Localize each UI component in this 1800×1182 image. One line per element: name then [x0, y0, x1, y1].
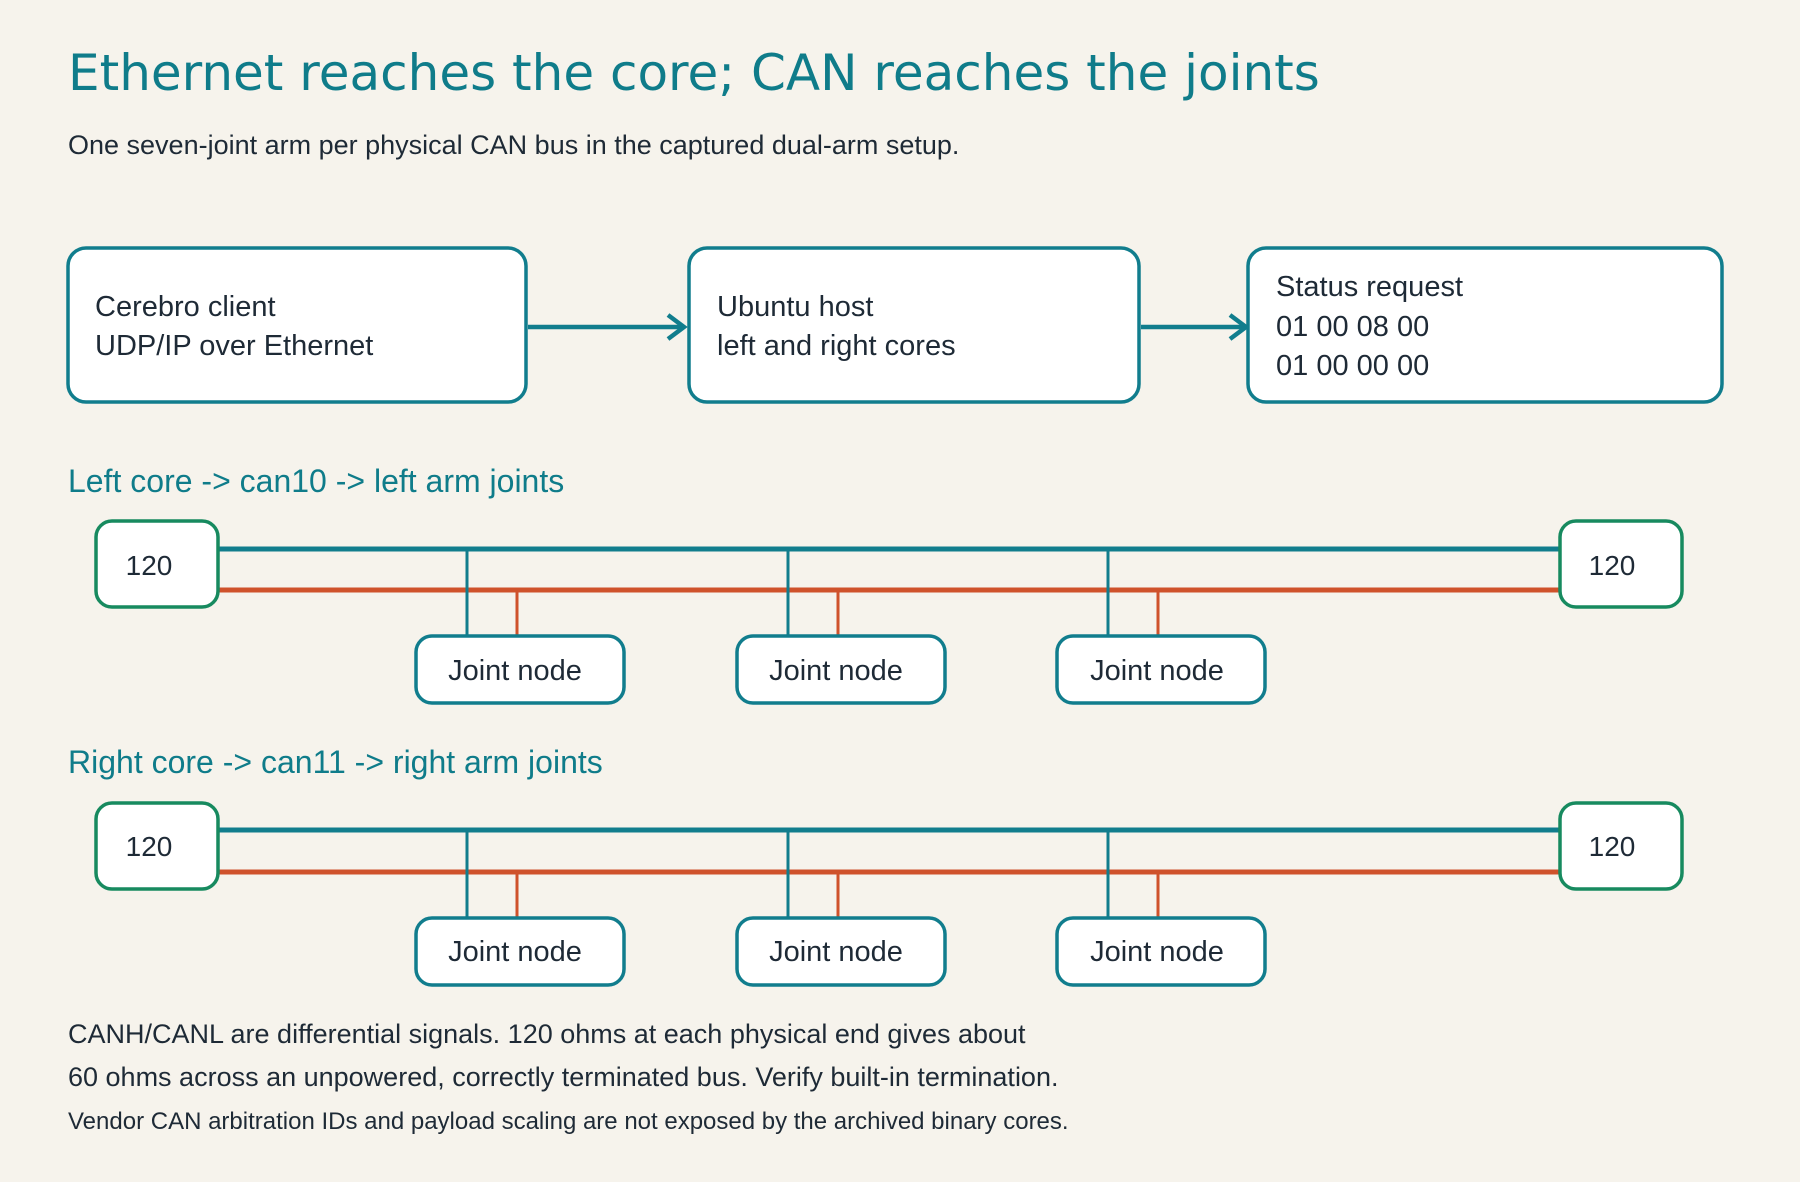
terminator-value: 120 — [1589, 831, 1636, 862]
bus-left: 120 120 Joint node Joint node Joint node — [94, 519, 1684, 705]
status-request-label: Status request — [1276, 271, 1463, 303]
host-cores: left and right cores — [717, 330, 956, 362]
terminator-right: 120 — [1558, 801, 1684, 891]
bus-right: 120 120 Joint node Joint node Joint node — [94, 801, 1684, 987]
terminator-left: 120 — [94, 801, 220, 891]
client-protocol: UDP/IP over Ethernet — [95, 330, 373, 362]
terminator-left: 120 — [94, 519, 220, 609]
joint-node-label: Joint node — [448, 936, 582, 968]
joint-node: Joint node — [735, 634, 947, 705]
note-line-2: 60 ohms across an unpowered, correctly t… — [68, 1062, 1058, 1092]
bus-left-label: Left core -> can10 -> left arm joints — [68, 463, 564, 499]
joint-node-label: Joint node — [1090, 655, 1224, 687]
host-name: Ubuntu host — [717, 291, 873, 323]
joint-node-label: Joint node — [448, 655, 582, 687]
joint-node-label: Joint node — [1090, 936, 1224, 968]
status-request-bytes-1: 01 00 08 00 — [1276, 311, 1429, 343]
terminator-value: 120 — [126, 550, 173, 581]
page-title: Ethernet reaches the core; CAN reaches t… — [68, 44, 1320, 102]
joint-node: Joint node — [1055, 634, 1267, 705]
status-request-box: Status request 01 00 08 00 01 00 00 00 — [1246, 246, 1724, 404]
joint-node-label: Joint node — [769, 936, 903, 968]
page-subtitle: One seven-joint arm per physical CAN bus… — [68, 130, 959, 160]
note-line-1: CANH/CANL are differential signals. 120 … — [68, 1019, 1026, 1049]
status-request-bytes-2: 01 00 00 00 — [1276, 350, 1429, 382]
joint-node-label: Joint node — [769, 655, 903, 687]
joint-node: Joint node — [1055, 916, 1267, 987]
flow-arrow-1 — [528, 313, 688, 341]
terminator-right: 120 — [1558, 519, 1684, 609]
bus-right-label: Right core -> can11 -> right arm joints — [68, 744, 603, 780]
note-line-3: Vendor CAN arbitration IDs and payload s… — [68, 1108, 1069, 1135]
joint-node: Joint node — [414, 916, 626, 987]
client-name: Cerebro client — [95, 291, 276, 323]
joint-node: Joint node — [735, 916, 947, 987]
terminator-value: 120 — [126, 831, 173, 862]
ubuntu-host-box: Ubuntu host left and right cores — [687, 246, 1141, 404]
flow-arrow-2 — [1141, 313, 1250, 341]
cerebro-client-box: Cerebro client UDP/IP over Ethernet — [66, 246, 528, 404]
terminator-value: 120 — [1589, 550, 1636, 581]
joint-node: Joint node — [414, 634, 626, 705]
